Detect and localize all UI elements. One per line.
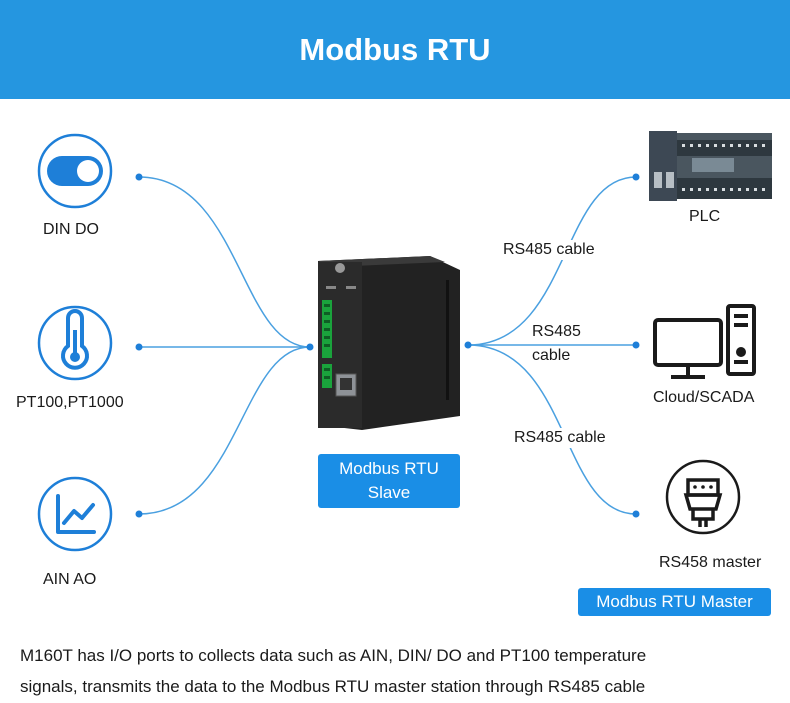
dot-plc — [632, 173, 640, 181]
cable-label-scada-line1: RS485 — [532, 322, 581, 342]
connection-line-din-do — [138, 176, 311, 348]
description: M160T has I/O ports to collects data suc… — [20, 640, 780, 702]
io-module-device-icon — [318, 256, 460, 430]
modbus-master-box: Modbus RTU Master — [578, 588, 771, 616]
connection-diagram — [37, 131, 772, 552]
slave-label-line1: Modbus RTU — [339, 459, 439, 478]
rs458-label: RS458 master — [659, 553, 762, 573]
connection-line-plc — [467, 176, 637, 346]
plc-label: PLC — [689, 207, 721, 227]
description-line2: signals, transmits the data to the Modbu… — [20, 677, 646, 696]
cable-label-rs458: RS485 cable — [514, 428, 606, 448]
serial-connector-icon — [665, 459, 741, 535]
ain-ao-label: AIN AO — [43, 570, 97, 590]
dot-pt100 — [135, 343, 143, 351]
dot-scada — [632, 341, 640, 349]
line-chart-icon — [37, 476, 113, 552]
description-line1: M160T has I/O ports to collects data suc… — [20, 646, 647, 665]
thermometer-icon — [37, 305, 113, 381]
dot-slave-right — [464, 341, 472, 349]
title-banner: Modbus RTU — [0, 0, 790, 99]
cable-label-scada-line2: cable — [532, 346, 571, 366]
pt100-label: PT100,PT1000 — [16, 393, 124, 413]
modbus-slave-box: Modbus RTU Slave — [318, 454, 460, 508]
dot-din-do — [135, 173, 143, 181]
plc-device-icon — [649, 131, 772, 201]
computer-icon — [653, 304, 756, 379]
dot-slave-left — [306, 343, 314, 351]
connection-line-ain-ao — [138, 346, 311, 515]
dot-rs458 — [632, 510, 640, 518]
input-connections — [138, 176, 311, 515]
page-title: Modbus RTU — [299, 31, 491, 67]
cable-label-plc: RS485 cable — [503, 240, 595, 260]
scada-label: Cloud/SCADA — [653, 388, 755, 408]
connection-dots — [135, 173, 640, 518]
dot-ain-ao — [135, 510, 143, 518]
toggle-switch-icon — [37, 133, 113, 209]
din-do-label: DIN DO — [43, 220, 99, 240]
slave-label-line2: Slave — [367, 483, 411, 502]
